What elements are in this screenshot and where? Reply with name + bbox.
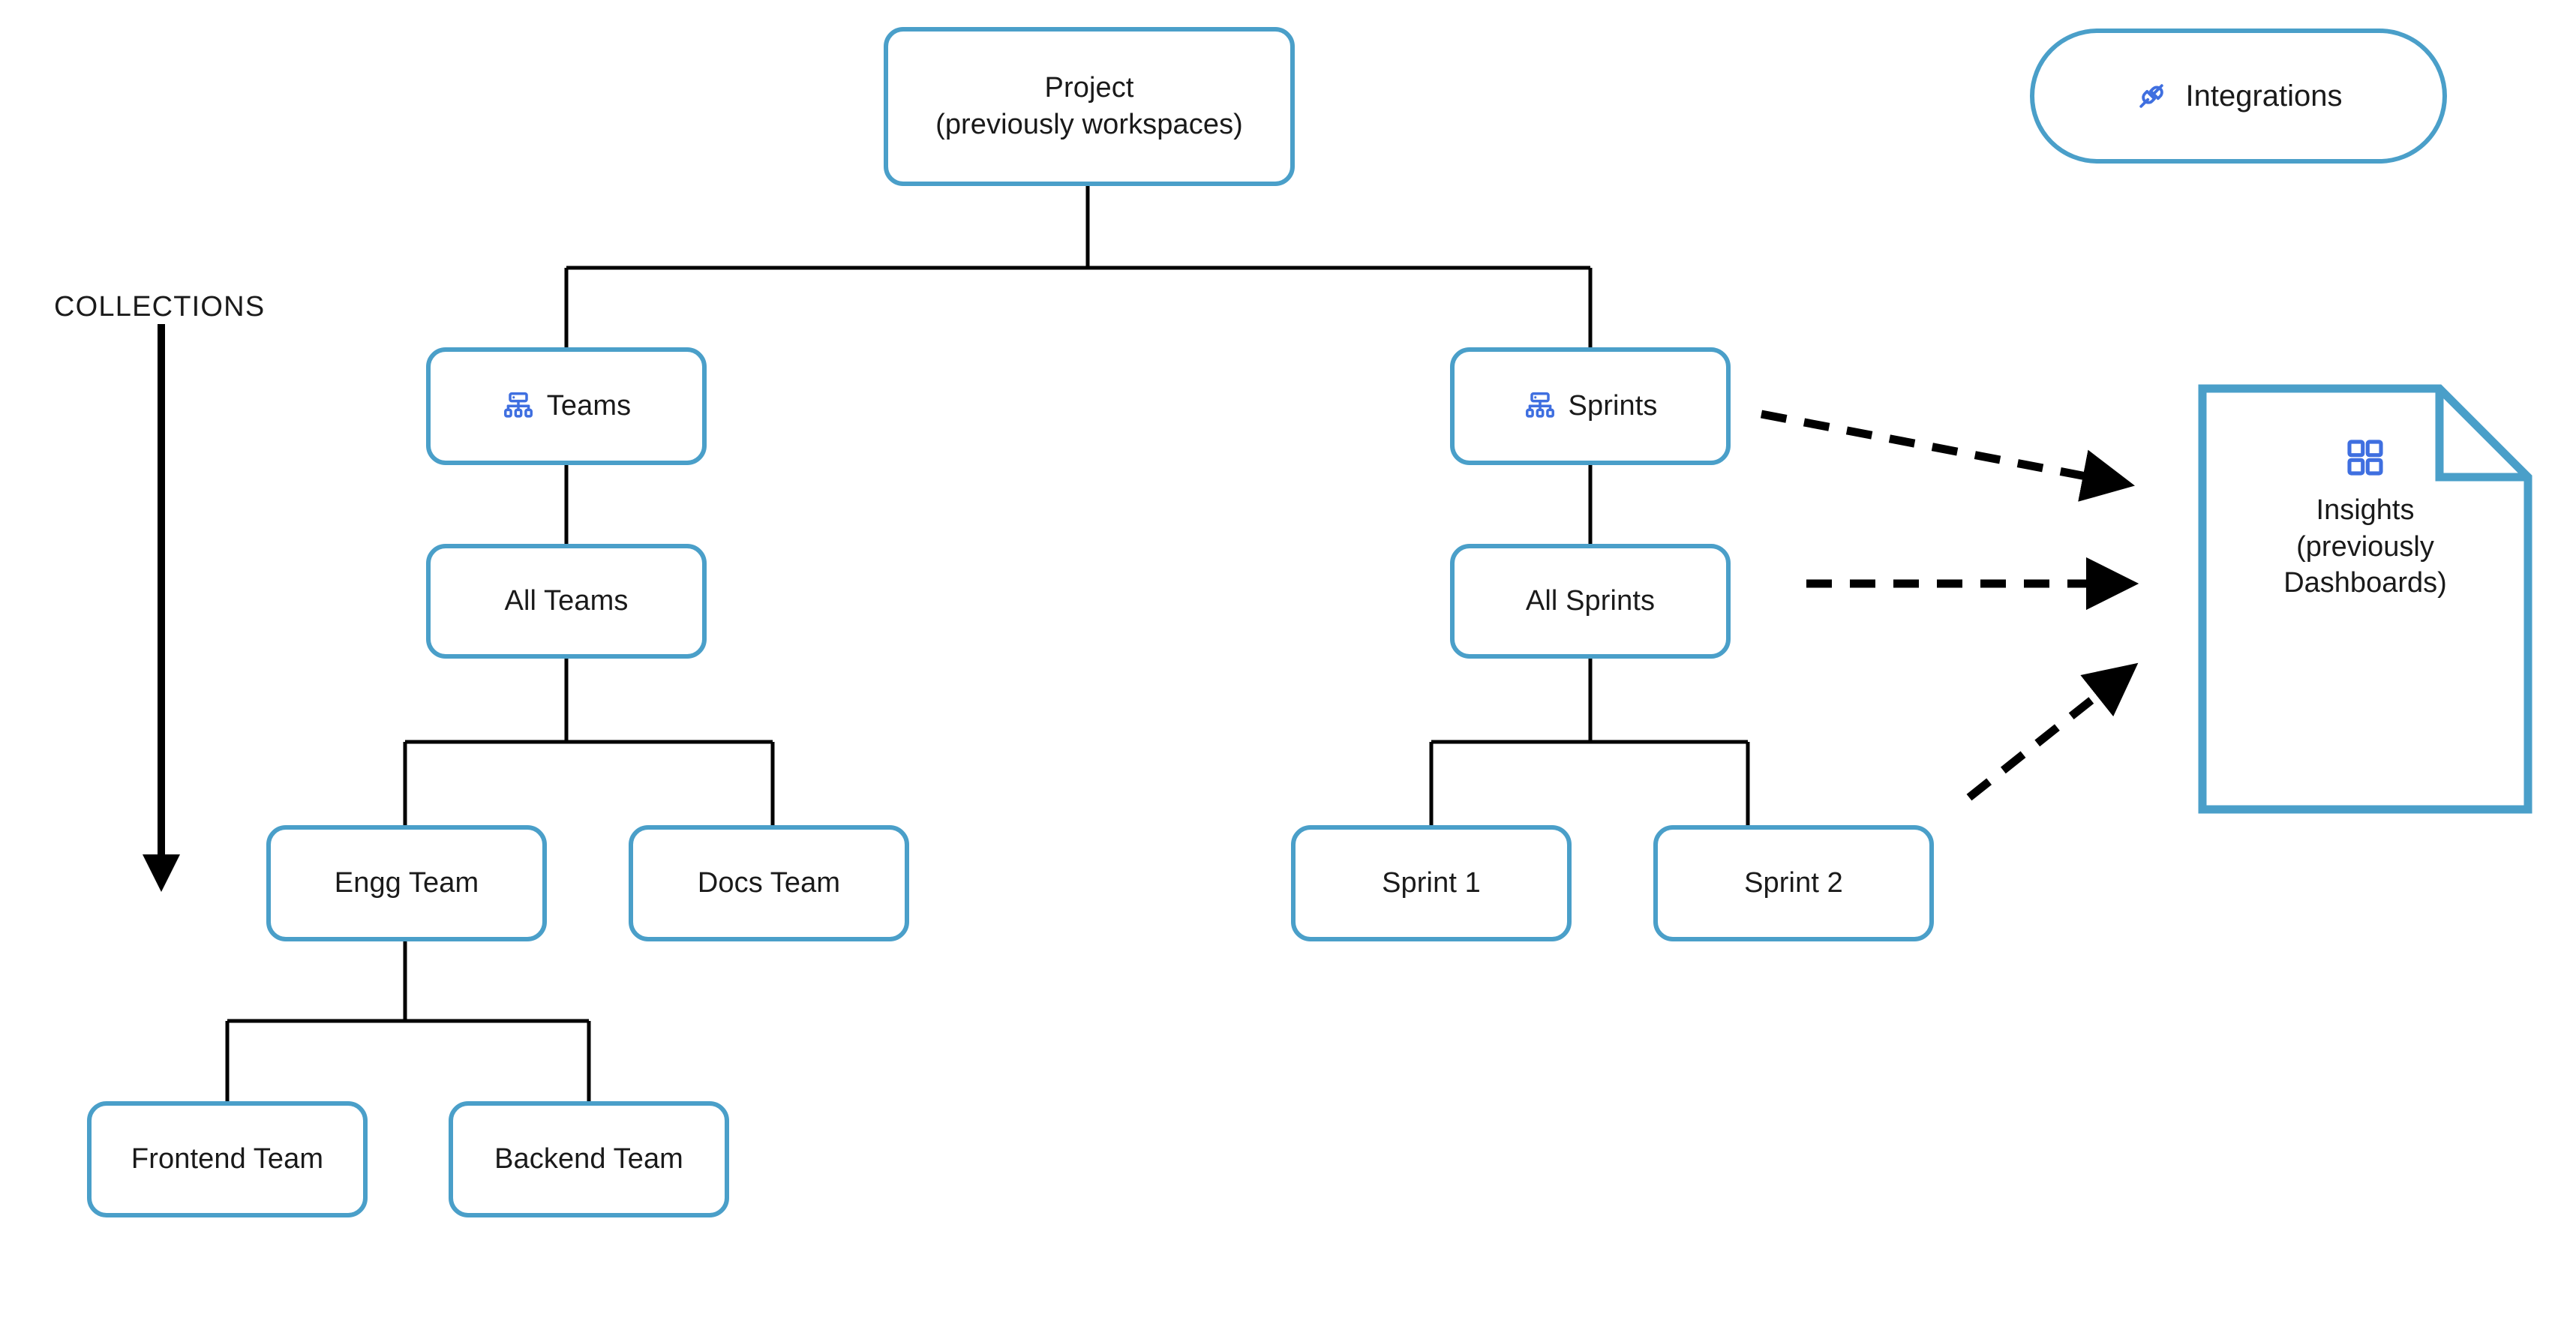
collections-section-label: COLLECTIONS xyxy=(54,291,266,323)
node-sprint-2-label: Sprint 2 xyxy=(1744,867,1843,899)
node-sprints[interactable]: Sprints xyxy=(1450,347,1731,465)
node-project[interactable]: Project (previously workspaces) xyxy=(884,27,1295,186)
node-sprint-1[interactable]: Sprint 1 xyxy=(1291,825,1572,941)
plug-connector-icon xyxy=(2134,79,2169,113)
hierarchy-icon xyxy=(1524,390,1557,423)
document-shape xyxy=(2198,384,2532,814)
node-frontend-team[interactable]: Frontend Team xyxy=(87,1101,368,1217)
node-docs-team[interactable]: Docs Team xyxy=(629,825,909,941)
integrations-pill[interactable]: Integrations xyxy=(2030,29,2447,164)
node-backend-team-label: Backend Team xyxy=(494,1143,683,1175)
dashed-arrows-to-insights xyxy=(1760,410,2139,801)
node-engg-team-label: Engg Team xyxy=(334,867,479,899)
node-all-teams[interactable]: All Teams xyxy=(426,544,707,659)
node-engg-team[interactable]: Engg Team xyxy=(266,825,547,941)
node-teams[interactable]: Teams xyxy=(426,347,707,465)
node-backend-team[interactable]: Backend Team xyxy=(449,1101,729,1217)
node-sprint-1-label: Sprint 1 xyxy=(1382,867,1481,899)
node-project-label: Project (previously workspaces) xyxy=(935,72,1243,140)
node-all-sprints[interactable]: All Sprints xyxy=(1450,544,1731,659)
node-insights-label: Insights (previously Dashboards) xyxy=(2283,494,2447,599)
grid-dashboard-icon xyxy=(2344,437,2386,479)
node-frontend-team-label: Frontend Team xyxy=(131,1143,324,1175)
integrations-label: Integrations xyxy=(2185,79,2343,113)
node-sprint-2[interactable]: Sprint 2 xyxy=(1653,825,1934,941)
node-docs-team-label: Docs Team xyxy=(697,867,841,899)
node-sprints-label: Sprints xyxy=(1568,390,1658,422)
node-all-teams-label: All Teams xyxy=(504,585,629,617)
node-insights[interactable]: Insights (previously Dashboards) xyxy=(2198,384,2532,814)
hierarchy-icon xyxy=(502,390,535,423)
node-all-sprints-label: All Sprints xyxy=(1525,585,1656,617)
node-teams-label: Teams xyxy=(546,390,632,422)
